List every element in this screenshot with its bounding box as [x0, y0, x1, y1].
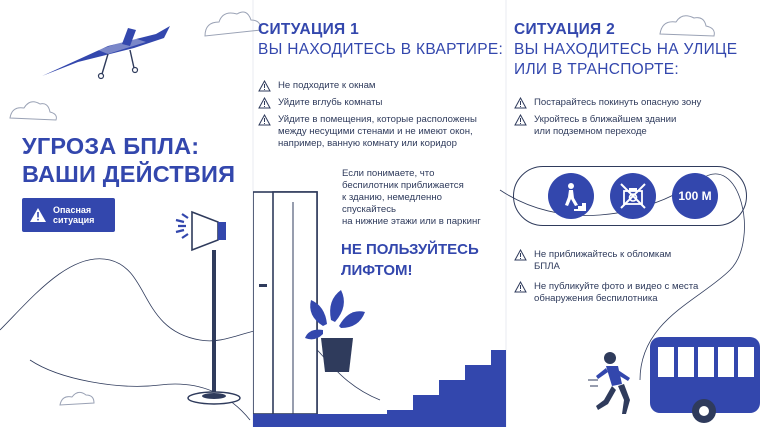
potted-plant-icon	[305, 290, 365, 372]
situation2-item: Укройтесь в ближайшем здании или подземн…	[514, 113, 676, 138]
loudspeaker-icon	[175, 210, 241, 405]
situation2-item: Не публикуйте фото и видео с места обнар…	[514, 280, 698, 305]
badge-line2: ситуация	[53, 215, 95, 225]
bus-icon	[650, 337, 760, 423]
door-stairs-illustration	[253, 191, 506, 427]
situation2-item: Постарайтесь покинуть опасную зону	[514, 96, 701, 113]
warning-triangle-icon	[514, 96, 528, 113]
warning-triangle-icon	[514, 280, 528, 297]
person-stairs-icon	[548, 173, 594, 219]
warning-triangle-icon	[258, 79, 272, 96]
badge-line1: Опасная	[53, 205, 92, 215]
door-icon	[253, 191, 318, 415]
headline-line1: УГРОЗА БПЛА:	[22, 133, 200, 159]
warning-triangle-icon	[27, 207, 49, 223]
situation1-title: СИТУАЦИЯ 1	[258, 21, 360, 38]
situation2-title: СИТУАЦИЯ 2	[514, 21, 616, 38]
situation1-item: Уйдите в помещения, которые расположены …	[258, 113, 506, 150]
running-person-icon	[588, 352, 630, 414]
headline-line2: ВАШИ ДЕЙСТВИЯ	[22, 161, 236, 187]
drone-approach-text: Если понимаете, что беспилотник приближа…	[342, 168, 481, 227]
situation2-subtitle: ВЫ НАХОДИТЕСЬ НА УЛИЦЕ ИЛИ В ТРАНСПОРТЕ:	[514, 41, 738, 78]
warning-triangle-icon	[258, 113, 272, 130]
headline: УГРОЗА БПЛА: ВАШИ ДЕЙСТВИЯ	[22, 132, 235, 188]
danger-badge: Опасная ситуация	[22, 198, 115, 232]
no-elevator-warning: НЕ ПОЛЬЗУЙТЕСЬ ЛИФТОМ!	[341, 241, 479, 279]
situation1-subtitle: ВЫ НАХОДИТЕСЬ В КВАРТИРЕ:	[258, 41, 504, 58]
situation2-item: Не приближайтесь к обломкам БПЛА	[514, 248, 671, 273]
drone-icon	[42, 26, 170, 80]
warning-triangle-icon	[514, 248, 528, 265]
no-camera-icon	[610, 173, 656, 219]
distance-100m-icon: 100 М	[672, 173, 718, 219]
situation1-item: Уйдите вглубь комнаты	[258, 96, 382, 113]
warning-triangle-icon	[514, 113, 528, 130]
safety-icons-panel: 100 М	[513, 166, 747, 226]
situation1-item: Не подходите к окнам	[258, 79, 376, 96]
warning-triangle-icon	[258, 96, 272, 113]
